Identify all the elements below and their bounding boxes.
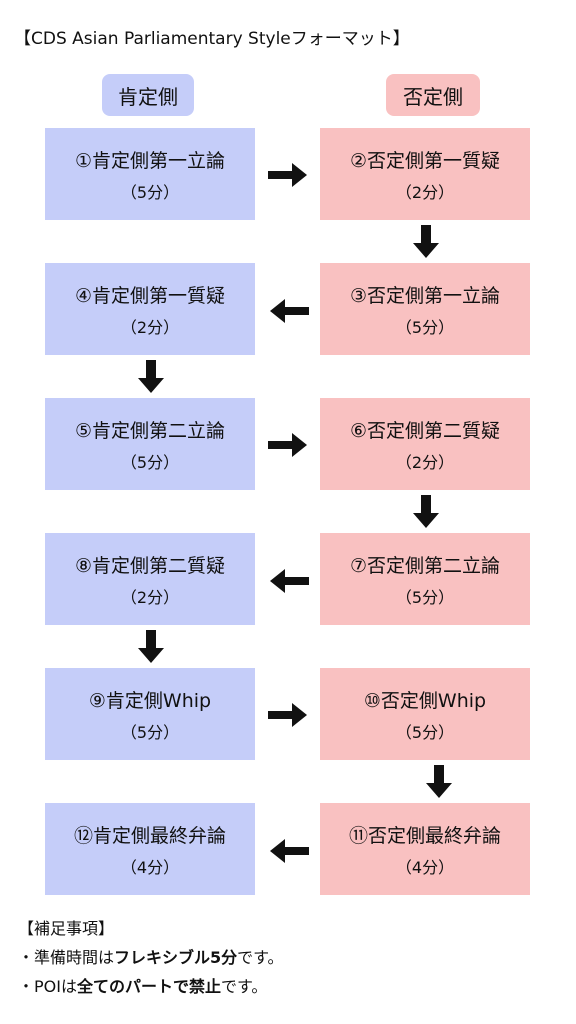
- speech-box-5: ⑤肯定側第二立論 （5分）: [45, 398, 255, 490]
- speech-time: （2分）: [395, 182, 455, 202]
- speech-box-4: ④肯定側第一質疑 （2分）: [45, 263, 255, 355]
- speech-time: （2分）: [120, 317, 180, 337]
- speech-time: （5分）: [395, 587, 455, 607]
- note-text: です。: [237, 948, 284, 967]
- speech-time: （5分）: [395, 722, 455, 742]
- speech-box-8: ⑧肯定側第二質疑 （2分）: [45, 533, 255, 625]
- speech-box-6: ⑥否定側第二質疑 （2分）: [320, 398, 530, 490]
- speech-label: ③否定側第一立論: [349, 284, 501, 307]
- speech-time: （5分）: [120, 722, 180, 742]
- notes-heading: 【補足事項】: [18, 919, 115, 938]
- speech-box-12: ⑫肯定側最終弁論 （4分）: [45, 803, 255, 895]
- arrow-right-icon: [268, 432, 308, 458]
- note-emphasis: 全てのパートで禁止: [76, 977, 221, 996]
- speech-box-7: ⑦否定側第二立論 （5分）: [320, 533, 530, 625]
- speech-time: （4分）: [395, 857, 455, 877]
- speech-label: ⑧肯定側第二質疑: [74, 554, 226, 577]
- note-text: ・POIは: [18, 977, 77, 996]
- speech-time: （2分）: [395, 452, 455, 472]
- speech-box-10: ⑩否定側Whip （5分）: [320, 668, 530, 760]
- arrow-down-icon: [412, 495, 440, 529]
- speech-time: （5分）: [120, 182, 180, 202]
- arrow-down-icon: [137, 630, 165, 664]
- notes-section: 【補足事項】 ・準備時間はフレキシブル5分です。 ・POIは全てのパートで禁止で…: [18, 914, 284, 1001]
- arrow-down-icon: [412, 225, 440, 259]
- speech-label: ②否定側第一質疑: [349, 149, 501, 172]
- speech-box-9: ⑨肯定側Whip （5分）: [45, 668, 255, 760]
- arrow-left-icon: [270, 568, 310, 594]
- note-text: ・準備時間は: [18, 948, 115, 967]
- speech-box-1: ①肯定側第一立論 （5分）: [45, 128, 255, 220]
- arrow-down-icon: [425, 765, 453, 799]
- speech-time: （4分）: [120, 857, 180, 877]
- arrow-right-icon: [268, 702, 308, 728]
- speech-time: （5分）: [395, 317, 455, 337]
- speech-label: ⑤肯定側第二立論: [74, 419, 226, 442]
- speech-label: ⑪否定側最終弁論: [348, 824, 501, 847]
- speech-box-3: ③否定側第一立論 （5分）: [320, 263, 530, 355]
- speech-label: ⑩否定側Whip: [363, 689, 487, 712]
- arrow-right-icon: [268, 162, 308, 188]
- arrow-down-icon: [137, 360, 165, 394]
- speech-box-2: ②否定側第一質疑 （2分）: [320, 128, 530, 220]
- note-emphasis: フレキシブル5分: [114, 948, 238, 967]
- arrow-left-icon: [270, 298, 310, 324]
- note-poi: ・POIは全てのパートで禁止です。: [18, 972, 284, 1001]
- arrow-left-icon: [270, 838, 310, 864]
- negative-side-label: 否定側: [386, 74, 480, 116]
- speech-label: ⑥否定側第二質疑: [349, 419, 501, 442]
- note-prep-time: ・準備時間はフレキシブル5分です。: [18, 943, 284, 972]
- speech-label: ④肯定側第一質疑: [74, 284, 226, 307]
- speech-label: ⑦否定側第二立論: [349, 554, 501, 577]
- affirmative-side-label: 肯定側: [102, 74, 194, 116]
- speech-time: （5分）: [120, 452, 180, 472]
- note-text: です。: [220, 977, 268, 996]
- speech-label: ⑫肯定側最終弁論: [73, 824, 226, 847]
- page-title: 【CDS Asian Parliamentary Styleフォーマット】: [14, 29, 410, 49]
- speech-label: ⑨肯定側Whip: [88, 689, 212, 712]
- speech-time: （2分）: [120, 587, 180, 607]
- speech-box-11: ⑪否定側最終弁論 （4分）: [320, 803, 530, 895]
- speech-label: ①肯定側第一立論: [74, 149, 226, 172]
